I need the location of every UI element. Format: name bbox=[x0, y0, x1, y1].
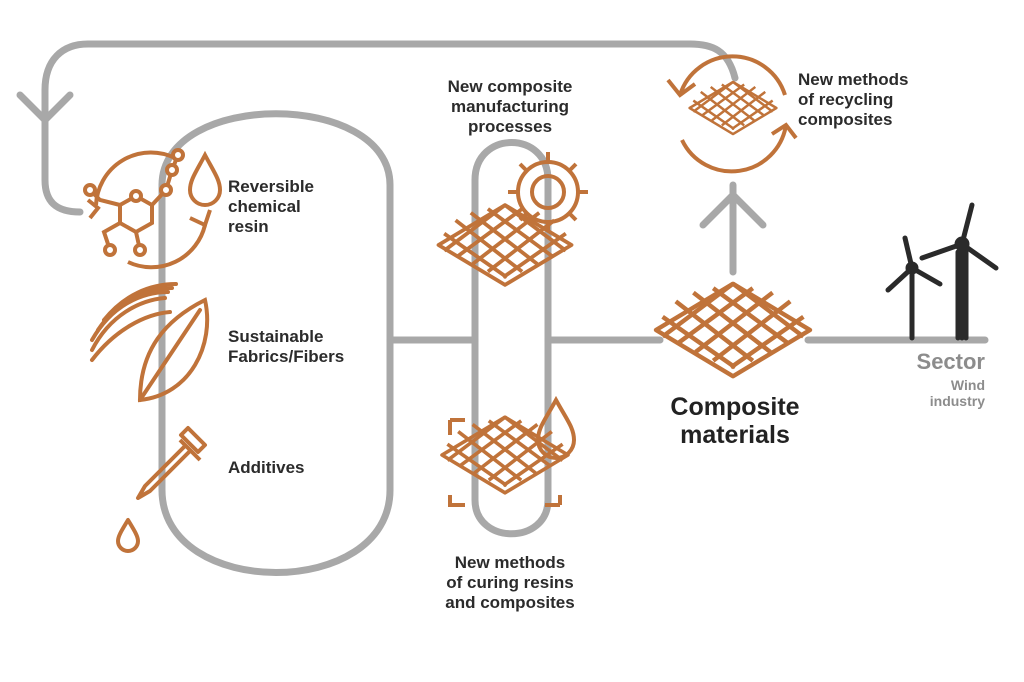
label-line: chemical bbox=[228, 197, 301, 216]
flow-lines bbox=[16, 40, 989, 576]
mesh-icon bbox=[656, 284, 810, 376]
curing-frame bbox=[448, 418, 562, 507]
leaf-icon bbox=[90, 282, 210, 403]
return-arrow-head bbox=[16, 91, 74, 124]
drop-icon bbox=[535, 395, 577, 460]
sector-subtitle: Wind industry bbox=[880, 377, 985, 409]
recycle-arrow-head bbox=[699, 191, 767, 229]
return-loop-line bbox=[41, 40, 739, 216]
label-line: Fabrics/Fibers bbox=[228, 347, 345, 366]
label-line: New methods bbox=[798, 70, 909, 89]
label-line: resin bbox=[228, 217, 269, 236]
recycling-label: New methods of recycling composites bbox=[798, 70, 909, 130]
label-line: materials bbox=[680, 421, 790, 449]
label-line: Sustainable bbox=[228, 327, 324, 346]
label-line: New composite bbox=[447, 77, 573, 96]
mesh-icon bbox=[436, 203, 574, 287]
sector-title: Sector bbox=[916, 349, 985, 374]
label-line: New methods bbox=[454, 553, 566, 572]
inputs-loop-line bbox=[158, 110, 394, 576]
reversible-resin-label: Reversible chemical resin bbox=[228, 177, 314, 237]
label-line: Wind bbox=[950, 377, 985, 393]
gear-icon bbox=[508, 152, 588, 232]
manufacturing-label: New composite manufacturing processes bbox=[405, 77, 615, 137]
label-line: Reversible bbox=[228, 177, 314, 196]
dropper-icon bbox=[116, 426, 207, 553]
curing-label: New methods of curing resins and composi… bbox=[400, 553, 620, 613]
label-line: industry bbox=[929, 393, 985, 409]
wind-turbine-icon bbox=[885, 202, 999, 341]
label-line: Composite bbox=[670, 393, 800, 421]
mesh-icon bbox=[688, 80, 778, 136]
label-line: manufacturing bbox=[450, 97, 570, 116]
label-line: processes bbox=[467, 117, 553, 136]
label-line: of curing resins bbox=[446, 573, 574, 592]
fabrics-label: Sustainable Fabrics/Fibers bbox=[228, 327, 344, 367]
additives-label: Additives bbox=[228, 458, 305, 478]
label-line: and composites bbox=[445, 593, 575, 612]
composite-materials-label: Composite materials bbox=[630, 393, 840, 449]
molecule-icon bbox=[83, 148, 212, 270]
label-line: Additives bbox=[228, 458, 305, 477]
drop-icon bbox=[187, 150, 223, 207]
recycle-arrows-icon bbox=[666, 54, 798, 174]
label-line: of recycling bbox=[798, 90, 894, 109]
label-line: composites bbox=[798, 110, 893, 129]
